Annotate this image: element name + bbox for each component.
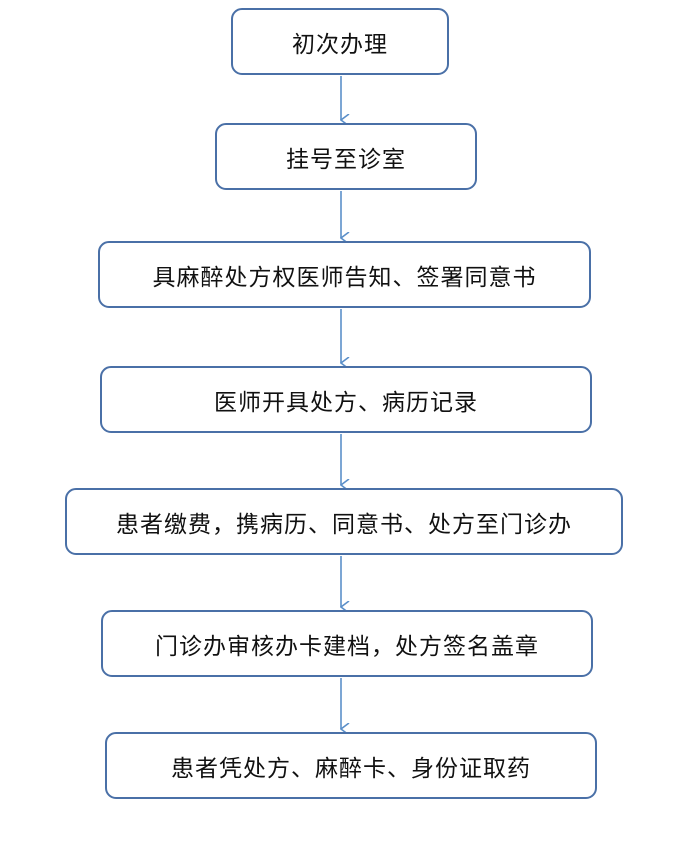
step-label: 医师开具处方、病历记录 <box>214 389 478 416</box>
step-dispense: 患者凭处方、麻醉卡、身份证取药 <box>105 732 597 799</box>
step-label: 患者缴费，携病历、同意书、处方至门诊办 <box>116 511 572 538</box>
step-payment: 患者缴费，携病历、同意书、处方至门诊办 <box>65 488 623 555</box>
step-label: 具麻醉处方权医师告知、签署同意书 <box>152 264 537 291</box>
step-label: 患者凭处方、麻醉卡、身份证取药 <box>171 755 531 782</box>
step-label: 门诊办审核办卡建档，处方签名盖章 <box>155 633 539 660</box>
step-label: 挂号至诊室 <box>286 146 406 173</box>
step-prescription: 医师开具处方、病历记录 <box>100 366 592 433</box>
step-registration: 挂号至诊室 <box>215 123 477 190</box>
step-consent: 具麻醉处方权医师告知、签署同意书 <box>98 241 591 308</box>
step-review: 门诊办审核办卡建档，处方签名盖章 <box>101 610 593 677</box>
step-initial-handling: 初次办理 <box>231 8 449 75</box>
step-label: 初次办理 <box>292 31 388 58</box>
